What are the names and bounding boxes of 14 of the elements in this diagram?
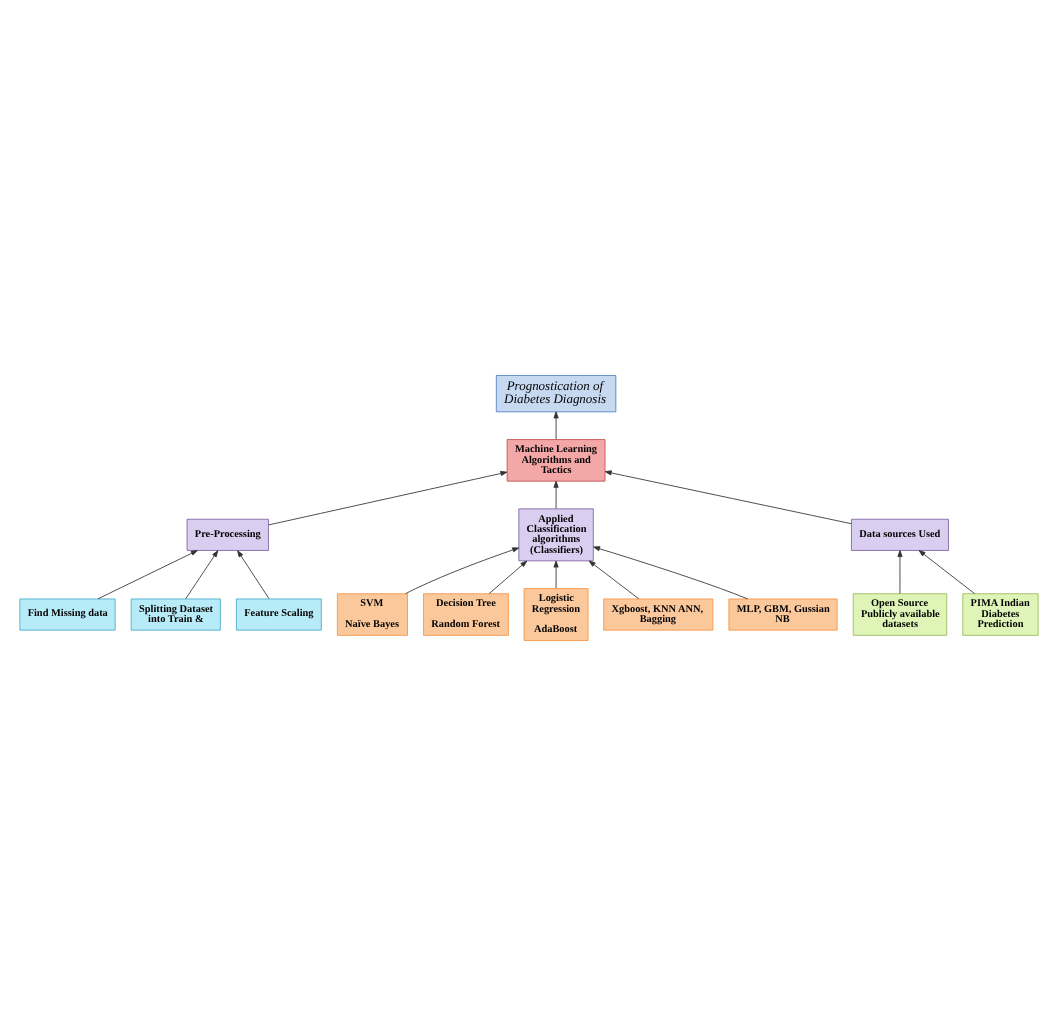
arrow (593, 546, 748, 600)
arrow (588, 560, 640, 600)
arrow (553, 411, 559, 440)
arrow (488, 560, 528, 595)
arrow (918, 550, 975, 595)
arrow (268, 470, 508, 526)
arrow (185, 550, 219, 600)
arrow (553, 480, 559, 509)
arrow (553, 560, 559, 589)
arrow (237, 550, 270, 600)
arrow (604, 470, 852, 525)
arrow (897, 550, 903, 595)
arrow (97, 550, 198, 600)
arrow (405, 547, 520, 595)
